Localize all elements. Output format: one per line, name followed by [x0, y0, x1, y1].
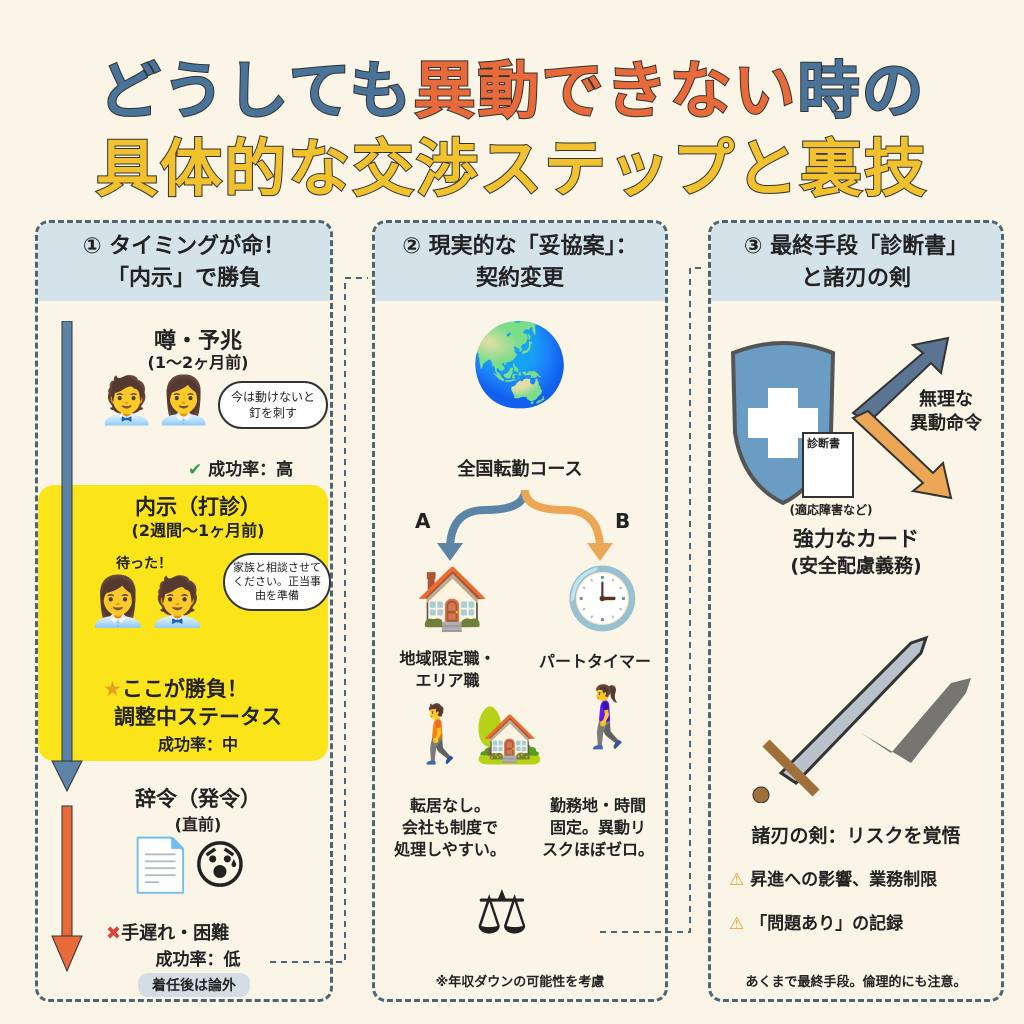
- header-line: 契約変更: [475, 266, 564, 291]
- house-icon: 🏠: [415, 564, 490, 634]
- stage-title: 噂・予兆: [153, 329, 242, 354]
- stage-title: 内示（打診）: [135, 495, 261, 519]
- walking-man-house-icon: 🚶🏡: [405, 702, 545, 767]
- sword-caption: 諸刃の剣：リスクを覚悟: [751, 825, 961, 847]
- header-line: 「内示」で勝負: [106, 266, 261, 291]
- option-title: 地域限定職・: [399, 649, 496, 668]
- speech-bubble: 家族と相談させてください。正当事由を準備: [223, 553, 331, 611]
- option-desc: スクほぼゼロ。: [541, 840, 654, 859]
- option-title: エリア職: [415, 671, 480, 690]
- meeting-people-icon: 👩‍💼🧑‍💼: [88, 574, 208, 630]
- branch-arrows-icon: [437, 489, 613, 561]
- header-line: ③ 最終手段「診断書」: [743, 234, 969, 259]
- title-line-2: 具体的な交渉ステップと裏技: [95, 131, 928, 206]
- title-line-1: どうしても異動できない時の: [0, 40, 1024, 130]
- panel-header: ③ 最終手段「診断書」と諸刃の剣: [711, 223, 1001, 301]
- cracked-sword-icon: [752, 635, 971, 803]
- stage-subtitle: (直前): [174, 815, 222, 834]
- title-highlight: 異動できない: [412, 53, 798, 128]
- speech-bubble: 今は動けないと釘を刺す: [218, 381, 328, 429]
- point-text: ここが勝負！: [121, 677, 248, 701]
- option-desc: 会社も制度で: [401, 818, 498, 837]
- clock-icon: 🕒: [565, 564, 640, 634]
- panel-header: ① タイミングが命！ 「内示」で勝負: [38, 223, 330, 301]
- option-desc: 勤務地・時間: [549, 796, 646, 815]
- stage-subtitle: (2週間〜1ヶ月前): [131, 521, 265, 540]
- title-part: どうしても: [97, 53, 414, 128]
- warning-text: 手遅れ・困難: [121, 923, 230, 944]
- man-carrying-globe-icon: 🌏: [470, 318, 570, 411]
- order-label: 無理な: [919, 389, 973, 410]
- warning-icon: ⚠: [729, 870, 745, 890]
- document-and-worried-man-icon: 📄😰: [128, 836, 247, 896]
- whispering-people-icon: 🧑‍💼👩‍💼: [98, 373, 213, 427]
- status-text: 調整中ステータス: [114, 705, 282, 729]
- note-chip: 着任後は論外: [138, 973, 250, 997]
- card-subtitle: (安全配慮義務): [790, 555, 922, 577]
- shield-and-arrows-icon: [730, 336, 953, 506]
- panel-timing: ① タイミングが命！ 「内示」で勝負 噂・予兆 (1〜2ヶ月前) 🧑‍💼👩‍💼 今…: [35, 220, 333, 1002]
- option-a-label: A: [415, 509, 431, 533]
- title-part: 時の: [797, 53, 926, 128]
- course-label: 全国転勤コース: [457, 459, 583, 480]
- risk-item: 昇進への影響、業務制限: [750, 870, 938, 890]
- stage-subtitle: (1〜2ヶ月前): [147, 353, 249, 372]
- warning-icon: ⚠: [729, 914, 745, 934]
- balance-scale-icon: ⚖: [475, 878, 529, 948]
- cross-icon: ✖: [106, 923, 122, 944]
- header-line: ① タイミングが命！: [82, 234, 286, 259]
- option-title: パートタイマー: [538, 652, 651, 671]
- footer-note: あくまで最終手段。倫理的にも注意。: [745, 975, 967, 990]
- walking-woman-icon: 🚶‍♀️: [570, 682, 645, 752]
- order-label: 異動命令: [910, 413, 982, 434]
- panel-last-resort: ③ 最終手段「診断書」と諸刃の剣 診断書 無理な異動命令 (適応障害など) 強力…: [708, 220, 1004, 1002]
- header-line: ② 現実的な「妥協案」：: [402, 234, 638, 259]
- timeline-arrow-icon: [51, 321, 83, 973]
- risk-item: 「問題あり」の記録: [750, 914, 904, 934]
- success-rate: 成功率：低: [155, 950, 241, 970]
- option-b-label: B: [615, 509, 631, 533]
- star-icon: ★: [103, 677, 122, 701]
- success-rate: 成功率：高: [208, 460, 294, 480]
- stage-title: 辞令（発令）: [135, 787, 261, 811]
- example-note: (適応障害など): [789, 503, 873, 517]
- header-line: と諸刃の剣: [800, 266, 911, 291]
- check-icon: ✔: [188, 460, 203, 480]
- panel-compromise: ② 現実的な「妥協案」： 契約変更 🌏 全国転勤コース A B 🏠 🕒 地域限定職…: [372, 220, 668, 1002]
- highlight-box: [38, 485, 328, 761]
- option-desc: 固定。異動リ: [549, 818, 646, 837]
- option-desc: 転居なし。: [409, 796, 490, 815]
- certificate-label: 診断書: [807, 437, 840, 450]
- panel-header: ② 現実的な「妥協案」： 契約変更: [375, 223, 665, 301]
- footnote: ※年収ダウンの可能性を考慮: [435, 975, 605, 990]
- shout-text: 待った！: [116, 556, 172, 572]
- option-desc: 処理しやすい。: [394, 840, 506, 859]
- card-title: 強力なカード: [793, 527, 919, 551]
- success-rate: 成功率：中: [157, 735, 238, 754]
